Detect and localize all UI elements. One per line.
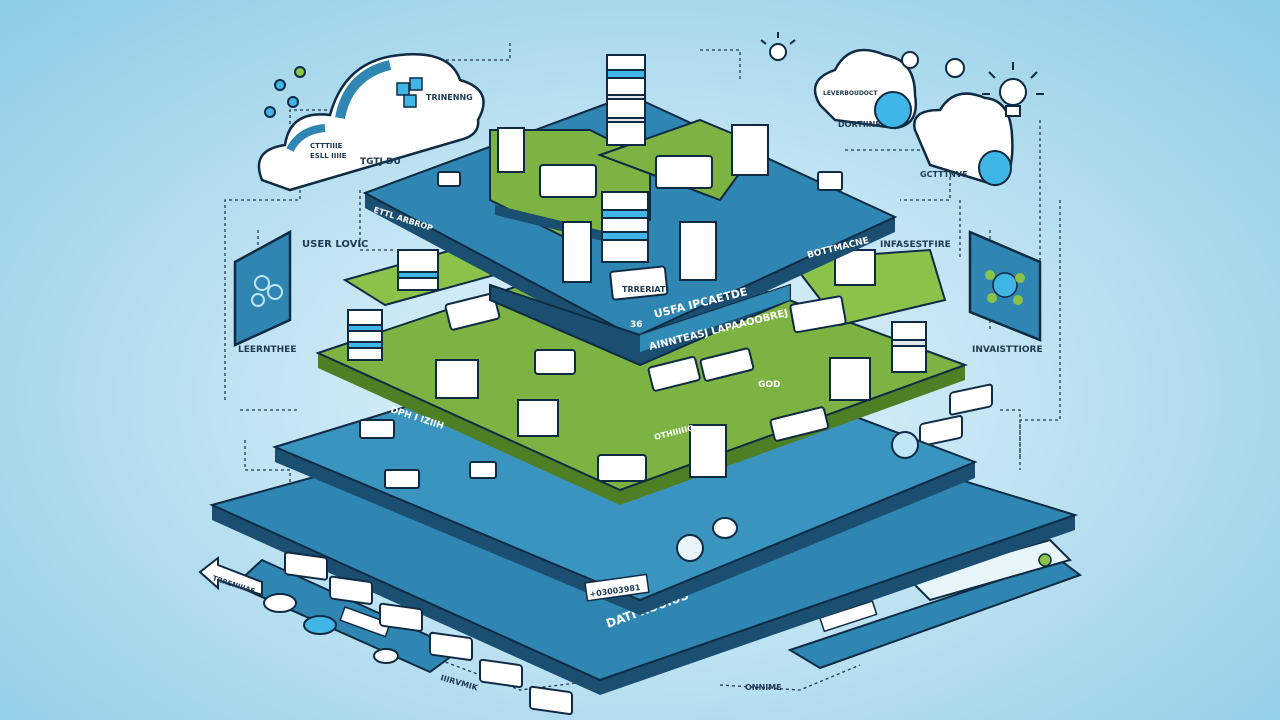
user-logic-label: USER LOVIC: [302, 239, 368, 250]
data-card: +03003981: [584, 573, 650, 602]
left-panel-label: LEERNTHEE: [238, 345, 296, 355]
lightbulb-icon: [760, 32, 1044, 117]
cloud-right-note2: GCTTTNVE: [920, 170, 968, 179]
cloud-icon: LEVERBOUDOCT: [813, 48, 1014, 187]
bottom-right-panel: [787, 538, 1083, 670]
server-stack-icon: [497, 54, 769, 283]
cloud-right-main: LEVERBOUDOCT: [823, 90, 878, 97]
top-card-label: TRRERIAT: [622, 285, 666, 294]
right-panel-label: INVAISTTIORE: [972, 345, 1043, 355]
server-stack-icon: [347, 249, 927, 478]
right-network-panel: [968, 230, 1042, 342]
cloud-left-main: TRINENNG: [426, 93, 473, 102]
interface-number: 36: [630, 320, 643, 330]
arrow-icon: [198, 555, 263, 597]
presentation-layer: TRRERIAT ETTL ARBROP BOTTMACNE: [362, 54, 898, 352]
green-layer-right-label: GOD: [758, 380, 781, 390]
cloud-right-note1: DORTIINE: [838, 120, 881, 129]
network-node-icon: [264, 66, 306, 118]
cloud-left-sub2: ESLL IIIIE: [310, 152, 347, 160]
left-network-panel: [233, 229, 292, 347]
business-logic-layer: DPH I IZIIH GOD OTHIIIIIG: [315, 243, 968, 505]
cloud-left-sub1: CTTTIIIE: [310, 142, 343, 150]
bottom-left-panel: [198, 555, 462, 674]
bottom-left-note: IIIRVMIK: [439, 673, 479, 692]
bottom-right-note: ONNIME: [745, 683, 782, 692]
cloud-icon: TRINENNG CTTTIIIE ESLL IIIIE: [257, 53, 485, 192]
infrastructure-label: INFASESTFIRE: [880, 240, 951, 250]
cloud-left-note: TGTJ DU: [360, 157, 401, 167]
